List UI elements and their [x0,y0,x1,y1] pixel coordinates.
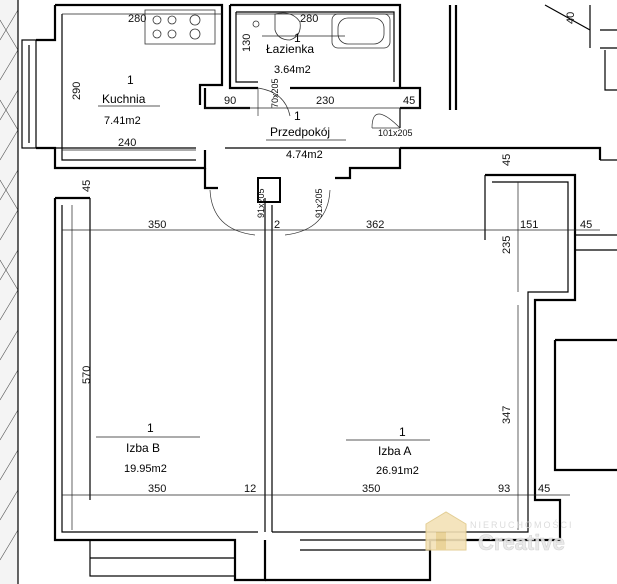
dim-bath-side: 130 [241,34,253,52]
watermark-sub: NIERUCHOMOŚCI [470,519,574,530]
lazienka-name: Łazienka [266,42,314,56]
kuchnia-area: 7.41m2 [104,115,141,127]
izba-a-name: Izba A [378,444,411,458]
izba-b-name: Izba B [126,441,160,455]
izba-a-area: 26.91m2 [376,465,419,477]
dim-kitchen-side: 290 [71,82,83,100]
izba-b-num: 1 [147,421,154,435]
przedpokoj-name: Przedpokój [270,125,330,139]
kitchen-stove [144,9,216,45]
dim-a-right-45: 45 [580,219,592,231]
door-bath-label: 70x205 [270,78,280,108]
dim-kitchen-top: 280 [128,13,146,25]
bathroom-walls [228,3,402,90]
dim-izba-a-bottom: 350 [362,483,380,495]
dim-a-right-151: 151 [520,219,538,231]
dim-a-bottom-93: 93 [498,483,510,495]
watermark: NIERUCHOMOŚCI Creative [425,511,574,555]
door-entry-label: 101x205 [378,128,413,138]
dim-a-side-235: 235 [501,236,513,254]
dim-partition-bottom: 12 [244,483,256,495]
dim-kitchen-bottom: 240 [118,137,136,149]
dim-hall-left: 90 [224,95,236,107]
izba-a-num: 1 [399,425,406,439]
door-izba-a-label: 91x205 [314,188,324,218]
dim-bath-top: 280 [300,13,318,25]
top-right-corner [448,4,617,110]
izba-b-area: 19.95m2 [124,463,167,475]
door-izba-b-label: 91x205 [256,188,266,218]
lazienka-area: 3.64m2 [274,64,311,76]
izba-a-walls [265,159,617,582]
door-arcs [209,87,401,236]
watermark-brand: Creative [478,530,565,555]
dim-a-bottom-45: 45 [538,483,550,495]
dim-izba-a-top: 362 [366,219,384,231]
dim-top-right: 40 [565,12,577,24]
dim-izba-b-top: 350 [148,219,166,231]
watermark-house-icon [425,511,467,551]
przedpokoj-area: 4.74m2 [286,149,323,161]
lazienka-num: 1 [294,31,301,45]
dim-wall-left-45: 45 [81,180,93,192]
przedpokoj-num: 1 [294,109,301,123]
dim-partition-top: 2 [274,219,280,231]
dim-hall-right: 45 [403,95,415,107]
kuchnia-name: Kuchnia [102,92,146,106]
dim-izba-b-side: 570 [81,366,93,384]
dimension-lines [62,13,600,530]
kitchen-walls [21,3,224,170]
dim-wall-right-45: 45 [501,154,513,166]
kuchnia-num: 1 [127,73,134,87]
dim-izba-a-side: 347 [501,406,513,424]
left-exterior-hatch [0,0,19,584]
dim-hall-mid: 230 [316,95,334,107]
dim-izba-b-bottom: 350 [148,483,166,495]
izba-b-walls [53,196,273,582]
